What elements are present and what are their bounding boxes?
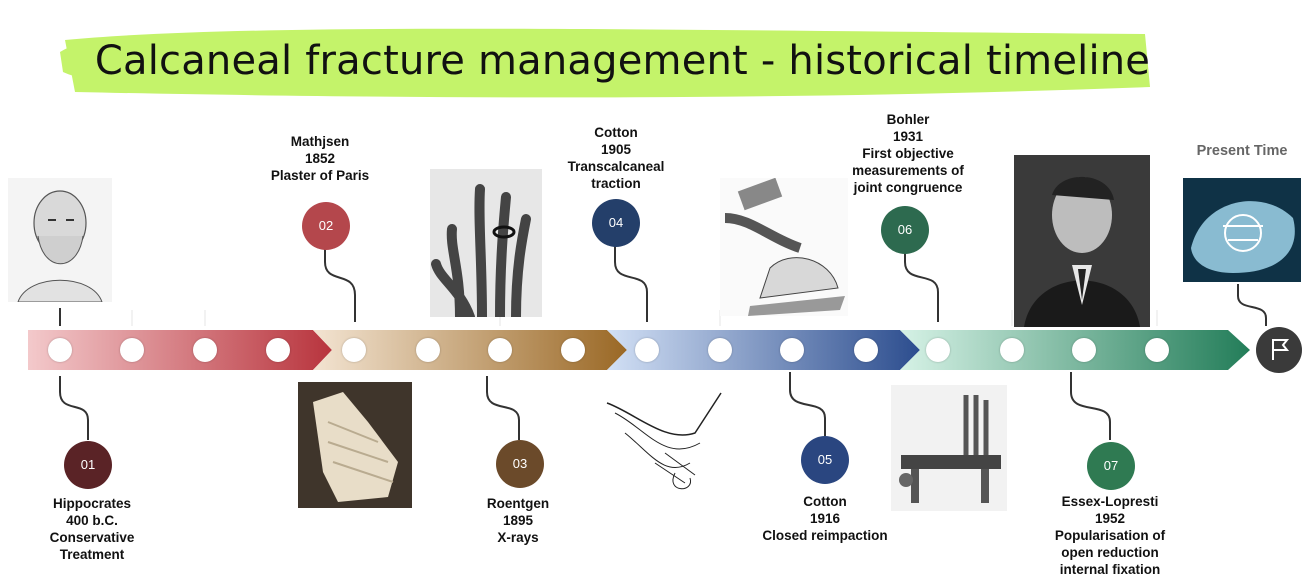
connector-06 bbox=[904, 250, 939, 322]
timeline-dot bbox=[1145, 338, 1169, 362]
present-time-label: Present Time bbox=[1196, 143, 1288, 159]
timeline-dot bbox=[193, 338, 217, 362]
milestone-02: 02 bbox=[302, 202, 350, 250]
traction-frame-image bbox=[891, 385, 1007, 511]
title-banner bbox=[55, 12, 1155, 107]
timeline-dot bbox=[561, 338, 585, 362]
page-title: Calcaneal fracture management - historic… bbox=[94, 38, 1151, 84]
connector-05 bbox=[789, 372, 826, 436]
timeline-dot bbox=[926, 338, 950, 362]
milestone-03: 03 bbox=[496, 440, 544, 488]
connector-04 bbox=[614, 243, 648, 322]
timeline-dot bbox=[1000, 338, 1024, 362]
timeline-dot bbox=[488, 338, 512, 362]
highlight-stroke bbox=[60, 28, 1150, 98]
milestone-07-label: Essex-Lopresti 1952 Popularisation of op… bbox=[1054, 494, 1166, 577]
connector-03 bbox=[486, 376, 520, 440]
milestone-03-label: Roentgen 1895 X-rays bbox=[486, 496, 550, 545]
milestone-05-label: Cotton 1916 Closed reimpaction bbox=[762, 494, 888, 543]
milestone-01-label: Hippocrates 400 b.C. Conservative Treatm… bbox=[49, 496, 135, 562]
timeline-dot bbox=[416, 338, 440, 362]
hippocrates-portrait bbox=[8, 178, 112, 302]
milestone-06-label: Bohler 1931 First objective measurements… bbox=[852, 112, 964, 195]
timeline-segment-1 bbox=[28, 330, 332, 370]
timeline-dot bbox=[854, 338, 878, 362]
connector-flag bbox=[1237, 284, 1267, 326]
timeline-dot bbox=[120, 338, 144, 362]
milestone-05: 05 bbox=[801, 436, 849, 484]
connector-02 bbox=[324, 245, 356, 322]
milestone-02-label: Mathjsen 1852 Plaster of Paris bbox=[270, 134, 370, 183]
milestone-01: 01 bbox=[64, 441, 112, 489]
milestone-07: 07 bbox=[1087, 442, 1135, 490]
milestone-04: 04 bbox=[592, 199, 640, 247]
hand-xray-image bbox=[430, 169, 542, 317]
timeline-dot bbox=[780, 338, 804, 362]
timeline-dot bbox=[635, 338, 659, 362]
timeline-dot bbox=[342, 338, 366, 362]
surgeon-portrait bbox=[1014, 155, 1150, 327]
timeline-segment-3 bbox=[607, 330, 920, 370]
timeline-segment-2 bbox=[313, 330, 627, 370]
milestone-04-label: Cotton 1905 Transcalcaneal traction bbox=[567, 125, 665, 191]
timeline-dot bbox=[1072, 338, 1096, 362]
connector-01 bbox=[59, 376, 89, 440]
calcaneus-scan-image bbox=[1183, 178, 1301, 282]
milestone-06: 06 bbox=[881, 206, 929, 254]
timeline-dot bbox=[708, 338, 732, 362]
flag-icon bbox=[1256, 327, 1302, 373]
plaster-cast-image bbox=[298, 382, 412, 508]
timeline-dot bbox=[266, 338, 290, 362]
timeline-dot bbox=[48, 338, 72, 362]
traction-diagram-image bbox=[605, 383, 723, 495]
reimpaction-illustration bbox=[720, 178, 848, 316]
connector-07 bbox=[1070, 372, 1111, 440]
